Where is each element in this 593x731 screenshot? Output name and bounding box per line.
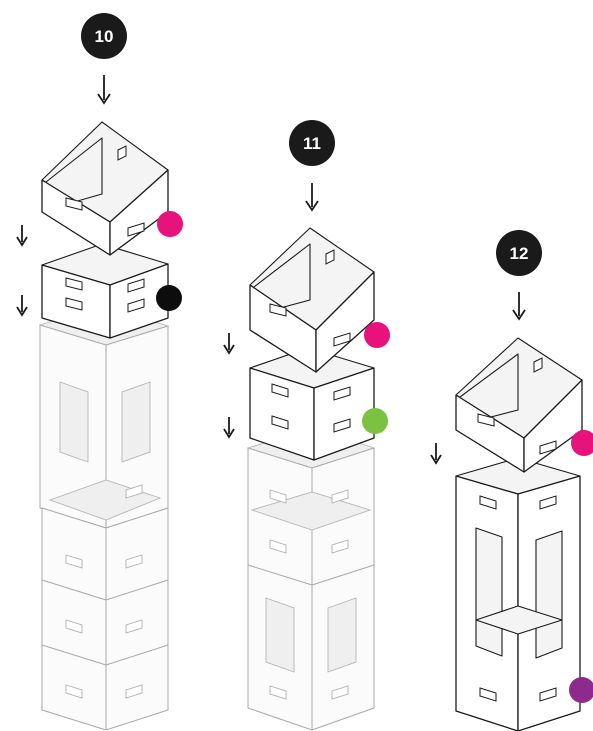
down-arrow-icon <box>98 75 110 103</box>
down-arrow-icon <box>17 225 27 245</box>
color-dot-marker <box>364 322 390 348</box>
box-icon <box>456 338 582 472</box>
box-icon <box>250 228 374 372</box>
color-dot-marker <box>362 408 388 434</box>
step-12: 12 <box>431 230 593 731</box>
down-arrow-icon <box>306 183 318 210</box>
existing-tower-ghost <box>248 428 374 730</box>
box-icon <box>42 244 168 338</box>
down-arrow-icon <box>431 443 441 463</box>
existing-tower-ghost <box>40 306 168 730</box>
step-10: 10 <box>17 13 183 730</box>
step-number: 11 <box>303 134 321 153</box>
color-dot-marker <box>157 211 183 237</box>
step-number: 12 <box>510 244 529 263</box>
step-badge: 10 <box>81 13 127 59</box>
box-icon <box>42 122 168 255</box>
step-11: 11 <box>224 120 390 730</box>
step-number: 10 <box>95 27 114 46</box>
box-icon <box>456 458 580 731</box>
down-arrow-icon <box>17 295 27 315</box>
down-arrow-icon <box>224 333 234 353</box>
step-badge: 12 <box>496 230 542 276</box>
color-dot-marker <box>156 285 182 311</box>
down-arrow-icon <box>224 417 234 437</box>
down-arrow-icon <box>513 292 525 319</box>
step-badge: 11 <box>289 120 335 166</box>
